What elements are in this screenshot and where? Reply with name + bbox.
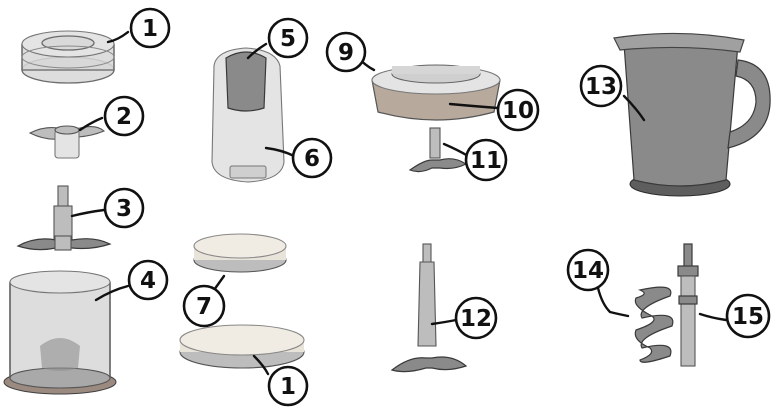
callout-c10: 10 (498, 90, 538, 130)
callout-c3: 3 (105, 189, 143, 227)
callout-number: 1 (280, 374, 296, 400)
callout-number: 5 (280, 26, 296, 52)
callout-number: 4 (140, 268, 156, 294)
callout-c7: 7 (184, 286, 224, 326)
callout-number: 1 (142, 16, 158, 42)
callout-number: 3 (116, 196, 132, 222)
callout-number: 9 (338, 40, 354, 66)
part-long-blade (392, 244, 466, 372)
callout-c1a: 1 (131, 9, 169, 47)
callout-number: 15 (732, 304, 764, 330)
callout-number: 11 (470, 148, 502, 174)
part-lid-bottom (180, 325, 304, 368)
callout-c15: 15 (727, 295, 769, 337)
callout-c6: 6 (293, 139, 331, 177)
callout-c1b: 1 (269, 367, 307, 405)
callout-number: 7 (196, 294, 212, 320)
part-small-blade (30, 126, 104, 158)
callout-number: 13 (585, 74, 617, 100)
callout-c5: 5 (269, 19, 307, 57)
part-spiral (635, 287, 673, 362)
callout-c11: 11 (466, 140, 506, 180)
callout-c13: 13 (581, 66, 621, 106)
callout-number: 6 (304, 146, 320, 172)
callout-c4: 4 (129, 261, 167, 299)
callout-number: 10 (502, 98, 534, 124)
callout-c14: 14 (568, 250, 608, 290)
part-lid-top (22, 31, 114, 83)
callout-c2: 2 (105, 97, 143, 135)
callout-number: 14 (572, 258, 604, 284)
callout-number: 2 (116, 104, 132, 130)
callout-c12: 12 (456, 298, 496, 338)
part-shaft (678, 244, 698, 366)
part-bowl (4, 271, 116, 394)
callout-number: 12 (460, 306, 492, 332)
part-blade-shaft (18, 186, 110, 250)
part-motor-unit (212, 48, 284, 182)
callout-c9: 9 (327, 33, 365, 71)
part-jug (614, 33, 770, 196)
part-disc-lid (194, 234, 286, 272)
part-jug-lid (372, 65, 500, 120)
